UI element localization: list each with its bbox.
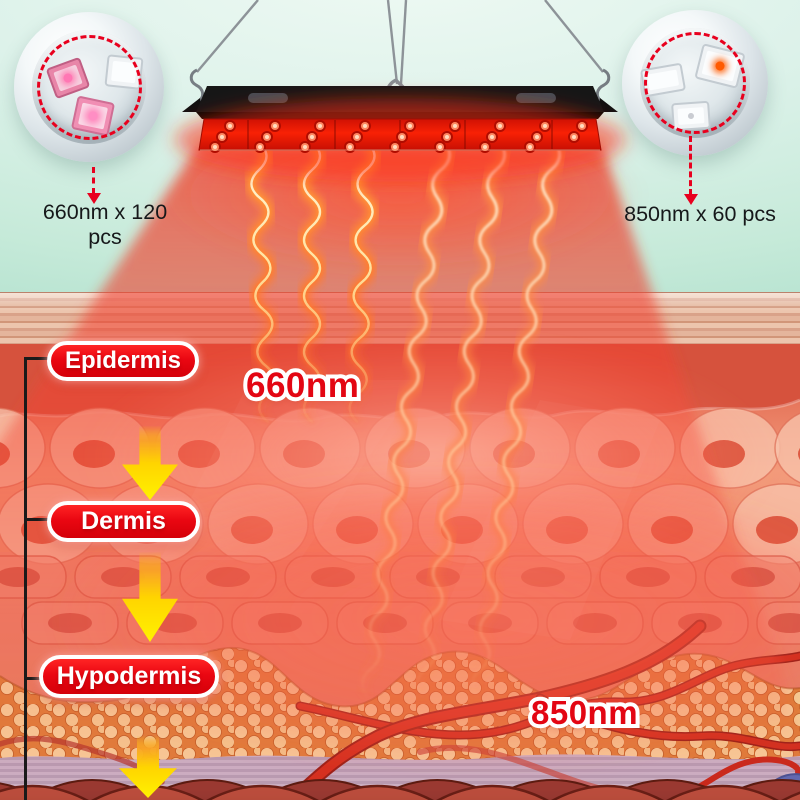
led-closeup-850nm — [622, 10, 768, 156]
label-text: 850nm — [531, 694, 639, 731]
label-text: Dermis — [81, 507, 166, 535]
ruler-tick-dermis — [24, 518, 50, 521]
rays-660nm — [245, 135, 381, 429]
label-660nm-count: 660nm x 120 pcs — [42, 200, 168, 249]
ruler-tick-epidermis — [24, 357, 50, 360]
s-hooks — [189, 68, 611, 104]
led-dots — [209, 120, 588, 153]
label-text: 660nm — [246, 366, 360, 405]
label-dermis: Dermis — [47, 501, 200, 542]
dashed-highlight-circle — [643, 31, 747, 135]
label-epidermis: Epidermis — [47, 341, 199, 381]
label-outline: 660nm — [242, 362, 363, 409]
led-closeup-660nm — [14, 12, 164, 162]
dashed-highlight-circle — [36, 34, 142, 140]
label-850nm: 850nm 850nm — [527, 690, 642, 735]
callout-leader-line — [689, 136, 692, 195]
leader-arrow-tip — [87, 193, 101, 204]
label-outline: 850nm — [527, 690, 642, 735]
leader-arrow-tip — [684, 194, 698, 205]
label-660nm: 660nm 660nm — [242, 362, 363, 409]
hanging-wires — [196, 0, 604, 85]
plate-slot — [248, 93, 288, 103]
ruler-tick-hypodermis — [24, 677, 50, 680]
callout-leader-line — [92, 167, 95, 194]
plate-slot — [516, 93, 556, 103]
label-850nm-count: 850nm x 60 pcs — [624, 202, 776, 226]
label-text: Epidermis — [64, 347, 182, 374]
label-hypodermis: Hypodermis — [39, 655, 219, 698]
depth-ruler-line — [24, 358, 27, 800]
rays-850nm — [356, 136, 566, 703]
label-text: Hypodermis — [56, 662, 202, 690]
